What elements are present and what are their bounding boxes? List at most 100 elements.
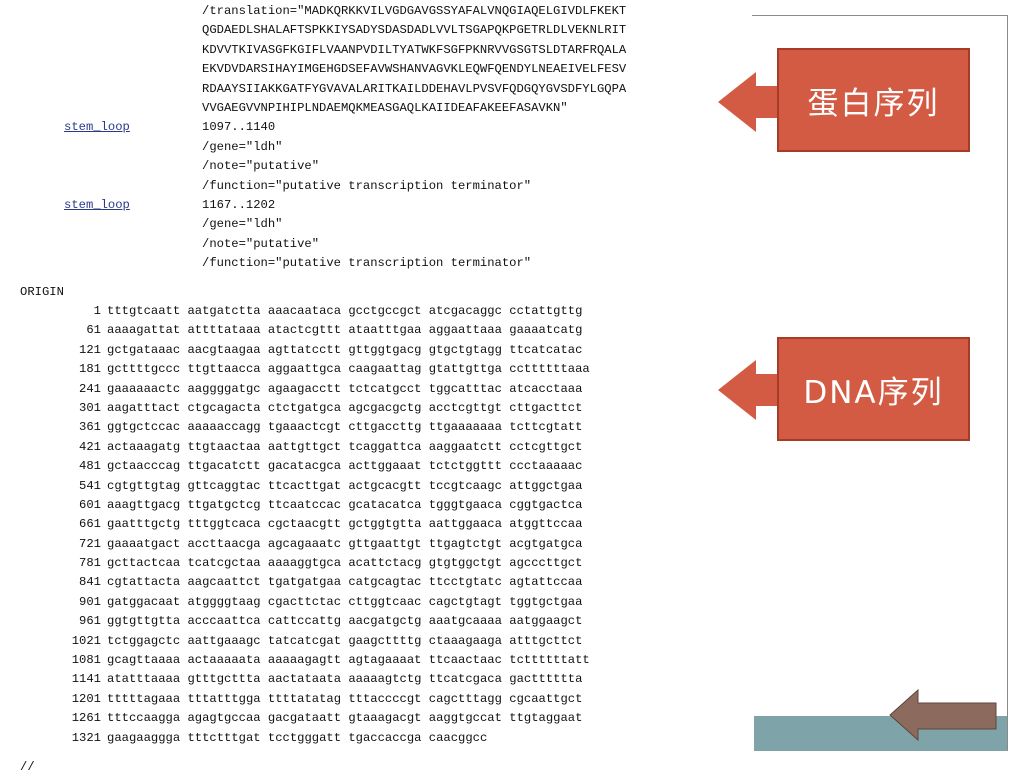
sequence-position: 301 — [79, 400, 101, 415]
sequence-position: 901 — [79, 594, 101, 609]
sequence-row: 421 actaaagatg ttgtaactaa aattgttgct tcag… — [0, 438, 590, 457]
sequence-bases: gctaacccag ttgacatctt gacatacgca acttgga… — [107, 459, 583, 474]
sequence-row: 661 gaatttgctg tttggtcaca cgctaacgtt gctg… — [0, 515, 590, 534]
sequence-bases: cgtattacta aagcaattct tgatgatgaa catgcag… — [107, 575, 583, 590]
sequence-block: 1 tttgtcaatt aatgatctta aaacaataca gcctgc… — [0, 302, 590, 748]
feature-value: /gene="ldh" — [202, 217, 283, 232]
sequence-bases: gcttttgccc ttgttaacca aggaattgca caagaat… — [107, 362, 590, 377]
feature-row: /function="putative transcription termin… — [0, 254, 626, 273]
feature-row: RDAAYSIIAKKGATFYGVAVALARITKAILDDEHAVLPVS… — [0, 80, 626, 99]
feature-key-link[interactable]: stem_loop — [64, 197, 130, 212]
sequence-bases: tttttagaaa tttatttgga ttttatatag tttaccc… — [107, 691, 583, 706]
sequence-position: 601 — [79, 497, 101, 512]
feature-key-empty — [0, 254, 202, 273]
feature-value: /note="putative" — [202, 159, 320, 174]
feature-key-empty — [0, 2, 202, 21]
protein-sequence-label: 蛋白序列 — [807, 85, 940, 122]
sequence-bases: tctggagctc aattgaaagc tatcatcgat gaagctt… — [107, 633, 583, 648]
sequence-bases: aaagttgacg ttgatgctcg ttcaatccac gcataca… — [107, 497, 583, 512]
feature-key-empty — [0, 41, 202, 60]
sequence-position: 1201 — [71, 691, 101, 706]
sequence-row: 961 ggtgttgtta acccaattca cattccattg aacg… — [0, 612, 590, 631]
sequence-position: 121 — [79, 342, 101, 357]
sequence-bases: gcttactcaa tcatcgctaa aaaaggtgca acattct… — [107, 556, 583, 571]
sequence-position: 241 — [79, 381, 101, 396]
feature-value: /function="putative transcription termin… — [202, 178, 532, 193]
sequence-row: 121 gctgataaac aacgtaagaa agttatcctt gttg… — [0, 341, 590, 360]
feature-key-link[interactable]: stem_loop — [64, 120, 130, 135]
feature-value: 1097..1140 — [202, 120, 276, 135]
left-arrow-icon — [718, 72, 780, 132]
feature-key-empty — [0, 21, 202, 40]
sequence-row: 841 cgtattacta aagcaattct tgatgatgaa catg… — [0, 573, 590, 592]
feature-row: stem_loop 1097..1140 — [0, 118, 626, 137]
sequence-position: 781 — [79, 556, 101, 571]
left-arrow-icon — [718, 360, 780, 420]
sequence-bases: actaaagatg ttgtaactaa aattgttgct tcaggat… — [107, 439, 583, 454]
sequence-position: 721 — [79, 536, 101, 551]
sequence-row: 481 gctaacccag ttgacatctt gacatacgca actt… — [0, 457, 590, 476]
feature-row: EKVDVDARSIHAYIMGEHGDSEFAVWSHANVAGVKLEQWF… — [0, 60, 626, 79]
sequence-position: 361 — [79, 420, 101, 435]
sequence-row: 1 tttgtcaatt aatgatctta aaacaataca gcctgc… — [0, 302, 590, 321]
sequence-bases: tttccaagga agagtgccaa gacgataatt gtaaaga… — [107, 711, 583, 726]
feature-key-empty — [0, 157, 202, 176]
sequence-position: 961 — [79, 614, 101, 629]
feature-key-empty — [0, 60, 202, 79]
sequence-bases: gaaaaaactc aaggggatgc agaagacctt tctcatg… — [107, 381, 583, 396]
sequence-row: 241 gaaaaaactc aaggggatgc agaagacctt tctc… — [0, 380, 590, 399]
feature-value: /gene="ldh" — [202, 139, 283, 154]
sequence-position: 661 — [79, 517, 101, 532]
sequence-position: 1081 — [71, 653, 101, 668]
feature-value: /note="putative" — [202, 236, 320, 251]
sequence-bases: tttgtcaatt aatgatctta aaacaataca gcctgcc… — [107, 304, 583, 318]
feature-key-empty — [0, 138, 202, 157]
sequence-position: 181 — [79, 362, 101, 377]
sequence-position: 1261 — [71, 711, 101, 726]
feature-row: KDVVTKIVASGFKGIFLVAANPVDILTYATWKFSGFPKNR… — [0, 41, 626, 60]
sequence-bases: gaagaaggga tttctttgat tcctgggatt tgaccac… — [107, 730, 488, 745]
sequence-row: 361 ggtgctccac aaaaaccagg tgaaactcgt cttg… — [0, 418, 590, 437]
sequence-bases: ggtgctccac aaaaaccagg tgaaactcgt cttgacc… — [107, 420, 583, 435]
sequence-row: 181 gcttttgccc ttgttaacca aggaattgca caag… — [0, 360, 590, 379]
feature-value: /translation="MADKQRKKVILVGDGAVGSSYAFALV… — [202, 4, 627, 18]
feature-row: /translation="MADKQRKKVILVGDGAVGSSYAFALV… — [0, 2, 626, 21]
feature-key-empty — [0, 235, 202, 254]
sequence-position: 421 — [79, 439, 101, 454]
feature-value: EKVDVDARSIHAYIMGEHGDSEFAVWSHANVAGVKLEQWF… — [202, 62, 627, 77]
sequence-bases: gctgataaac aacgtaagaa agttatcctt gttggtg… — [107, 342, 583, 357]
feature-value: /function="putative transcription termin… — [202, 256, 532, 271]
sequence-position: 1021 — [71, 633, 101, 648]
sequence-row: 1021 tctggagctc aattgaaagc tatcatcgat gaa… — [0, 632, 590, 651]
feature-value: 1167..1202 — [202, 197, 276, 212]
sequence-row: 781 gcttactcaa tcatcgctaa aaaaggtgca acat… — [0, 554, 590, 573]
sequence-position: 481 — [79, 459, 101, 474]
feature-value: VVGAEGVVNPIHIPLNDAEMQKMEASGAQLKAIIDEAFAK… — [202, 100, 568, 115]
sequence-position: 1141 — [71, 672, 101, 687]
feature-key-empty — [0, 177, 202, 196]
sequence-position: 841 — [79, 575, 101, 590]
frame-line-right — [1007, 15, 1008, 751]
feature-value: RDAAYSIIAKKGATFYGVAVALARITKAILDDEHAVLPVS… — [202, 81, 627, 96]
feature-row: /gene="ldh" — [0, 138, 626, 157]
feature-row: QGDAEDLSHALAFTSPKKIYSADYSDASDADLVVLTSGAP… — [0, 21, 626, 40]
feature-row: stem_loop 1167..1202 — [0, 196, 626, 215]
sequence-bases: cgtgttgtag gttcaggtac ttcacttgat actgcac… — [107, 478, 583, 493]
back-arrow-icon[interactable] — [888, 688, 998, 742]
sequence-bases: ggtgttgtta acccaattca cattccattg aacgatg… — [107, 614, 583, 629]
sequence-bases: gaatttgctg tttggtcaca cgctaacgtt gctggtg… — [107, 517, 583, 532]
feature-value: KDVVTKIVASGFKGIFLVAANPVDILTYATWKFSGFPKNR… — [202, 42, 627, 57]
sequence-row: 601 aaagttgacg ttgatgctcg ttcaatccac gcat… — [0, 496, 590, 515]
feature-table: /translation="MADKQRKKVILVGDGAVGSSYAFALV… — [0, 2, 626, 273]
sequence-position: 1 — [93, 304, 101, 318]
feature-row: VVGAEGVVNPIHIPLNDAEMQKMEASGAQLKAIIDEAFAK… — [0, 99, 626, 118]
sequence-position: 61 — [86, 323, 101, 338]
feature-key-empty — [0, 99, 202, 118]
sequence-position: 541 — [79, 478, 101, 493]
feature-row: /gene="ldh" — [0, 215, 626, 234]
feature-value: QGDAEDLSHALAFTSPKKIYSADYSDASDADLVVLTSGAP… — [202, 23, 627, 38]
